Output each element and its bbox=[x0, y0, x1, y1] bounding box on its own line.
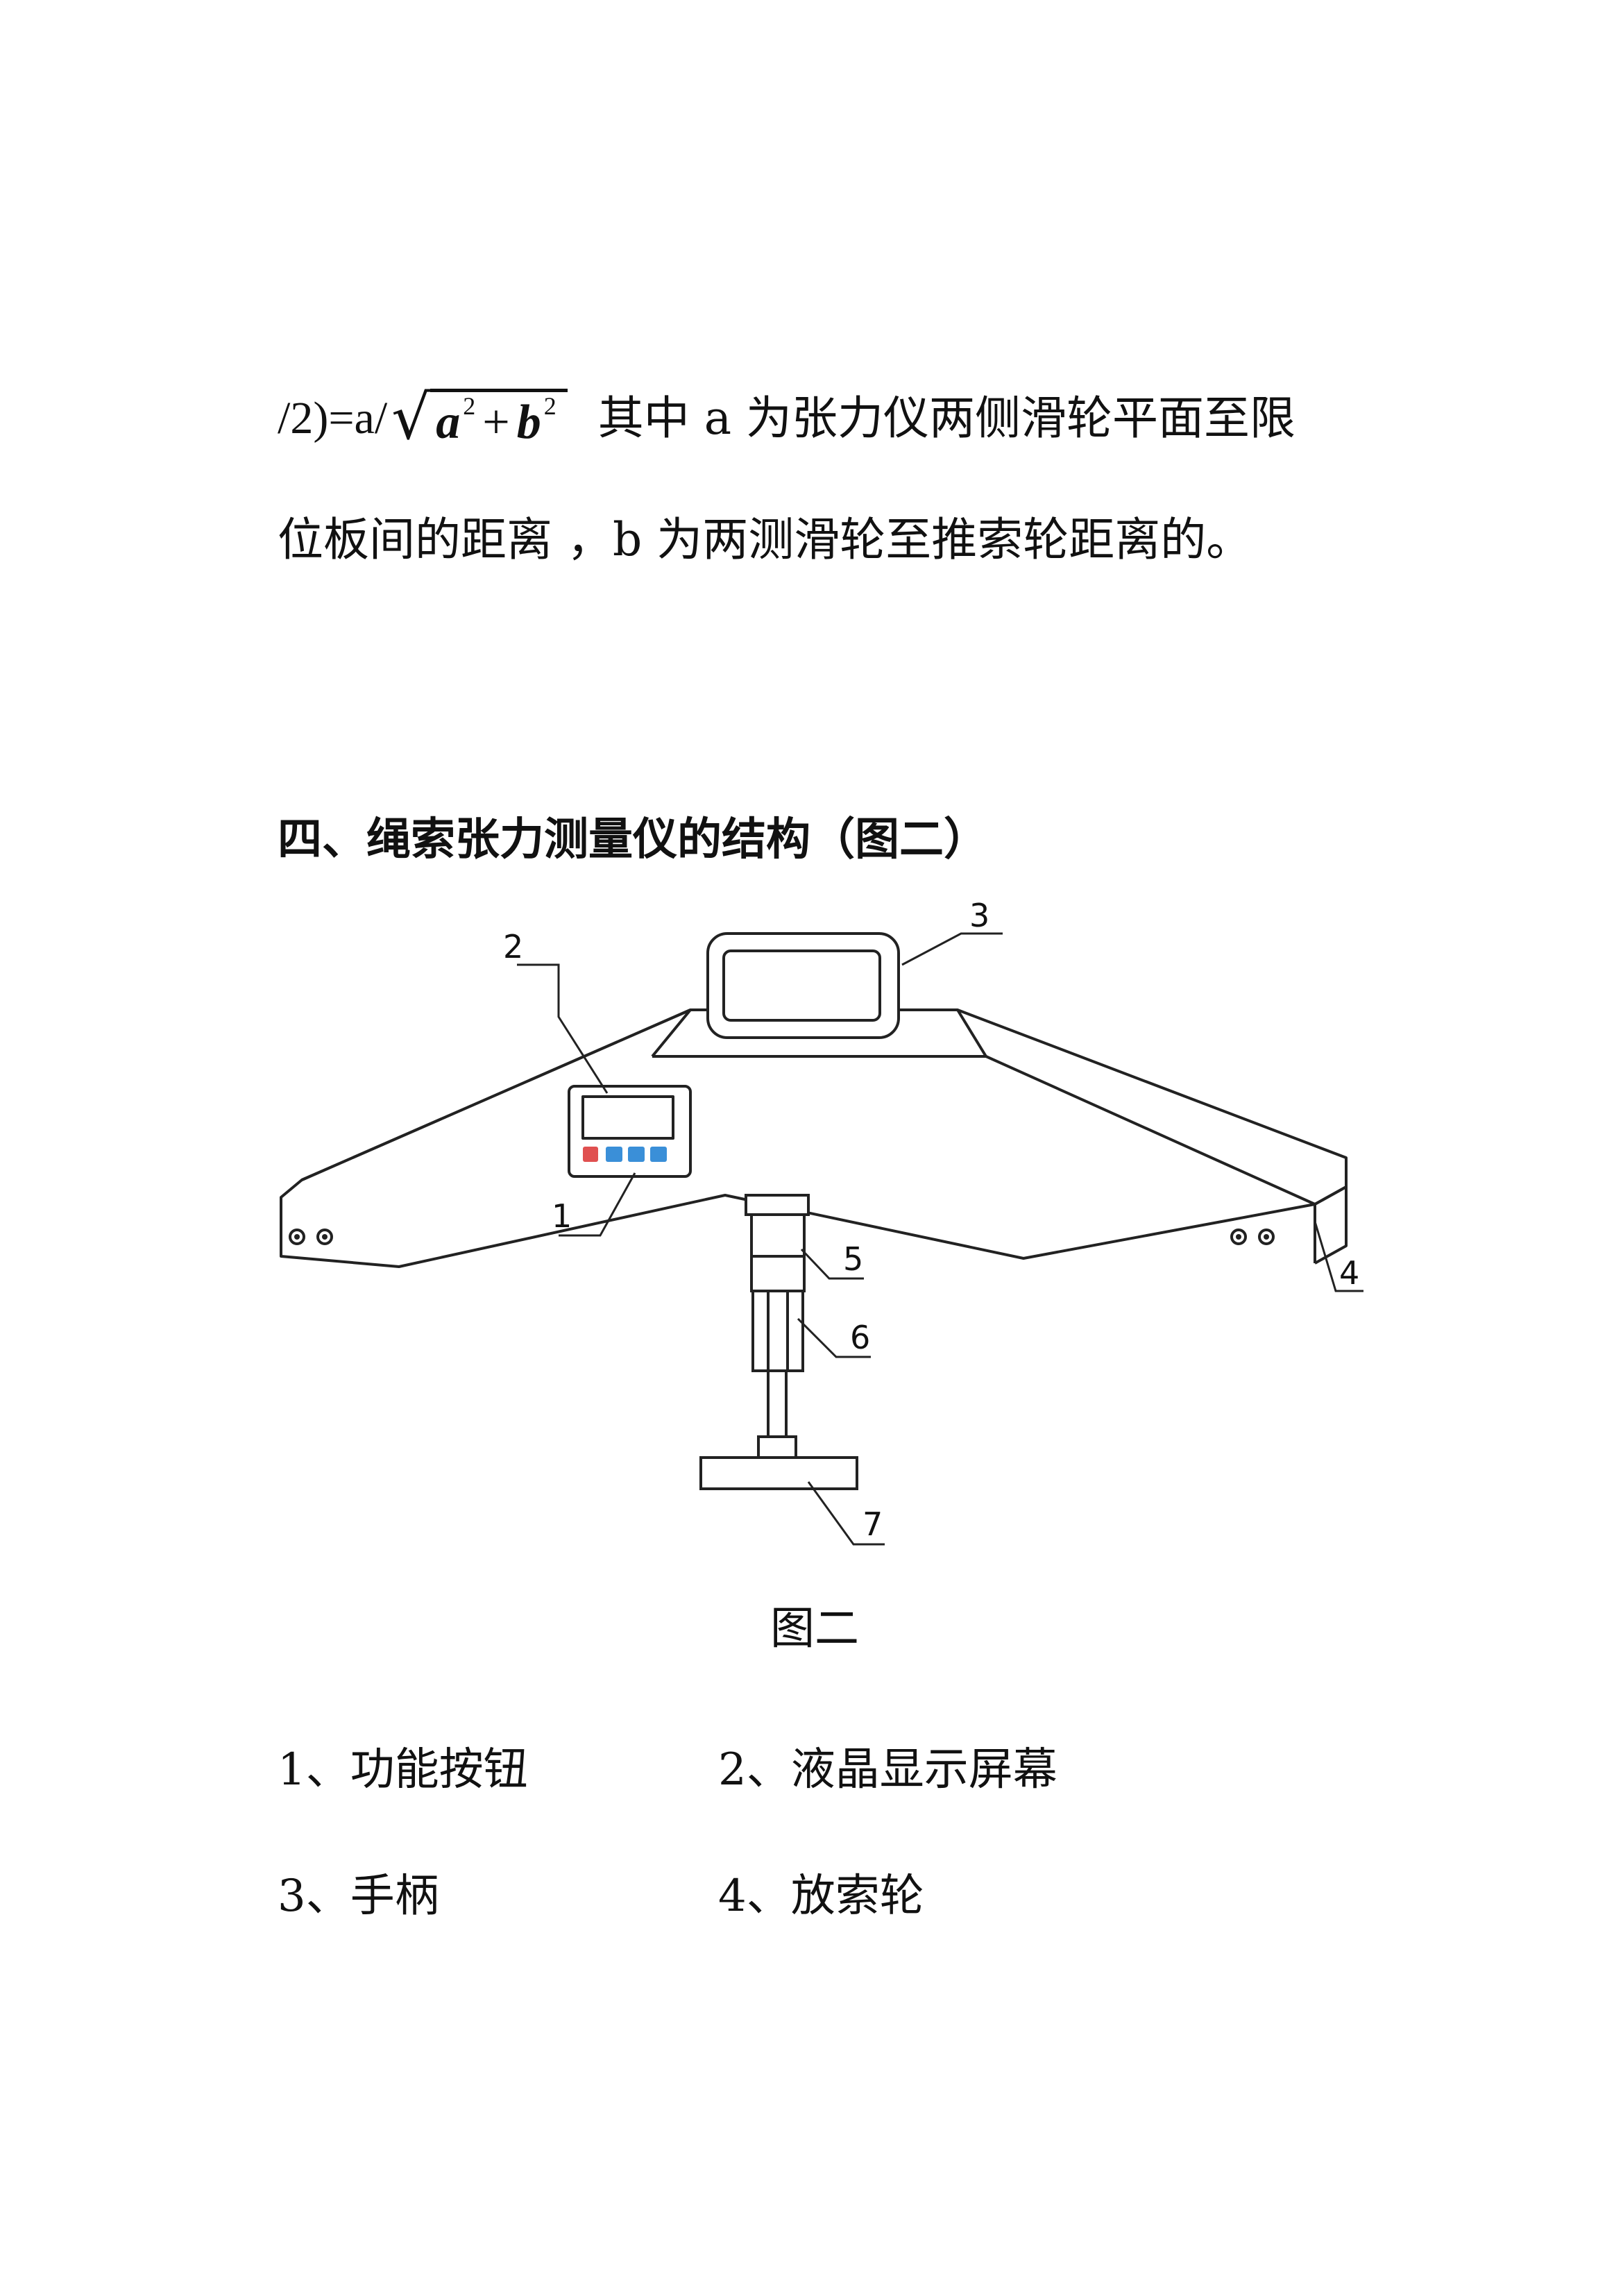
exponent-b: 2 bbox=[543, 392, 556, 420]
formula-prefix: /2)=a/ bbox=[278, 392, 388, 444]
function-button-blue-2 bbox=[628, 1147, 645, 1162]
radical-sign-icon: √ bbox=[391, 382, 431, 453]
legend-item-4: 4、放索轮 bbox=[718, 1871, 924, 1922]
paragraph-line-2: 位板间的距离 ，b 为两测滑轮至推索轮距离的。 bbox=[278, 513, 1252, 566]
function-button-blue-1 bbox=[606, 1147, 622, 1162]
tension-meter-diagram: 1 2 3 4 5 6 7 bbox=[280, 897, 1363, 1546]
cylinder bbox=[751, 1290, 804, 1372]
figure-label-7: 7 bbox=[863, 1505, 883, 1543]
figure-label-4: 4 bbox=[1339, 1254, 1359, 1292]
handle-grip-opening bbox=[722, 949, 881, 1022]
radicand-b: b bbox=[516, 396, 541, 449]
figure-caption: 图二 bbox=[770, 1603, 859, 1655]
meter-body bbox=[280, 1008, 1348, 1268]
sensor-mount bbox=[745, 1194, 810, 1216]
legend-item-2: 2、液晶显示屏幕 bbox=[718, 1744, 1057, 1796]
exponent-a: 2 bbox=[463, 392, 476, 420]
lcd-screen bbox=[581, 1095, 674, 1140]
shaft bbox=[767, 1369, 788, 1438]
function-button-blue-3 bbox=[650, 1147, 667, 1162]
section-heading: 四、绳索张力测量仪的结构（图二） bbox=[278, 814, 988, 866]
figure-label-5: 5 bbox=[843, 1240, 863, 1278]
body-ridge-left bbox=[301, 1008, 691, 1181]
handle bbox=[706, 932, 900, 1039]
sensor-body bbox=[750, 1213, 806, 1292]
figure-label-6: 6 bbox=[850, 1319, 870, 1356]
figure-label-1: 1 bbox=[552, 1197, 572, 1235]
function-button-red bbox=[583, 1147, 598, 1162]
legend-item-3: 3、手柄 bbox=[278, 1871, 439, 1922]
radicand-a: a bbox=[436, 396, 461, 449]
push-rope-wheel bbox=[699, 1456, 858, 1490]
formula-trailing-text: 其中 a 为张力仪两侧滑轮平面至限 bbox=[597, 391, 1296, 445]
plus-operator: + bbox=[482, 396, 510, 449]
figure-label-2: 2 bbox=[503, 928, 523, 965]
figure-label-3: 3 bbox=[969, 897, 989, 934]
legend-item-1: 1、功能按钮 bbox=[278, 1744, 528, 1796]
wheel-hub bbox=[757, 1435, 797, 1459]
